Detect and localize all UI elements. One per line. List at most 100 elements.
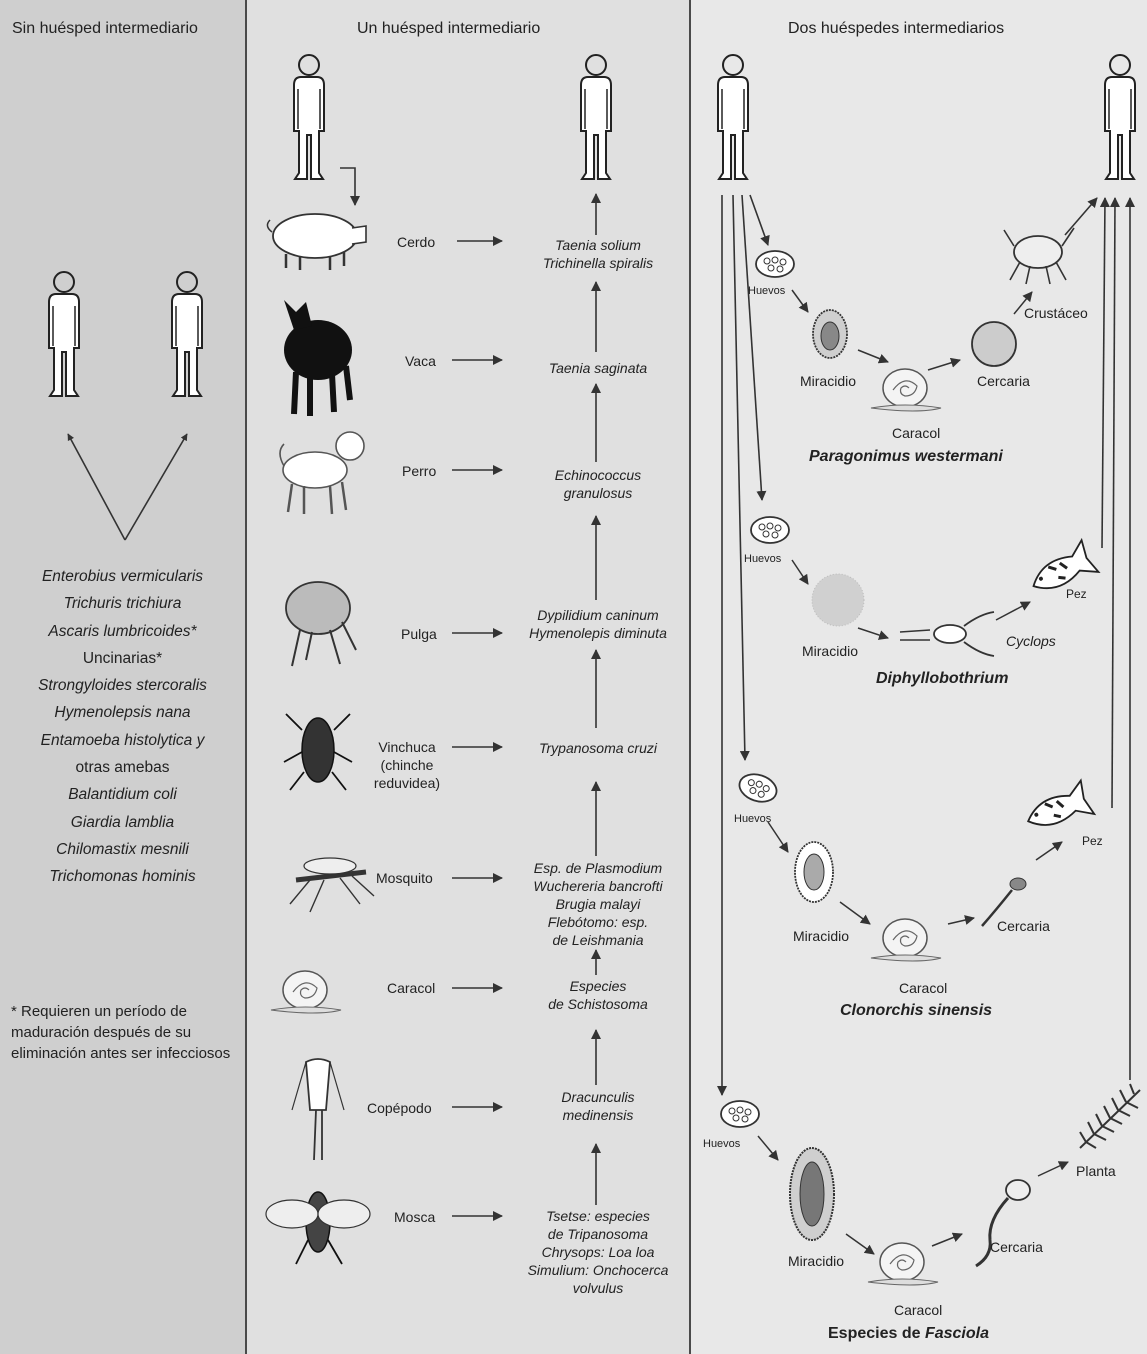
species-item: Balantidium coli [0,781,245,808]
species-item: Giardia lamblia [0,809,245,836]
host-label: Mosca [394,1208,435,1226]
crustacean-label: Crustáceo [1024,304,1088,322]
plant-label: Planta [1076,1162,1116,1180]
plant-icon [1080,1084,1140,1148]
parasite-label: Trypanosoma cruzi [510,739,686,757]
snail-label: Caracol [899,979,947,997]
arrow-icon [996,602,1030,620]
arrow-icon [68,434,125,540]
host-to-parasite-arrows [452,241,502,1216]
copepod-icon [292,1059,344,1160]
cercaria-label: Cercaria [997,917,1050,935]
species-item: Strongyloides stercoralis [0,672,245,699]
flea-icon [286,582,356,666]
arrow-icon [758,1136,778,1160]
arrow-icon [792,290,808,312]
snail-icon [871,919,941,961]
fish-icon [1021,781,1094,838]
parasite-label: Esp. de Plasmodium Wuchereria bancrofti … [508,859,688,949]
cercaria-label: Cercaria [990,1238,1043,1256]
miracidium-icon [795,842,833,902]
parasite-label: Taenia saginata [510,359,686,377]
human-figure-icon [294,55,324,179]
egg-icon [756,251,794,277]
egg-label: Huevos [748,282,785,300]
egg-label: Huevos [744,550,781,568]
species-item: Trichuris trichiura [0,590,245,617]
human-figure-icon [718,55,748,179]
species-item: Chilomastix mesnili [0,836,245,863]
host-label: Cerdo [397,233,435,251]
miracidium-label: Miracidio [788,1252,844,1270]
human-figure-icon [1105,55,1135,179]
parasite-label: Especies de Schistosoma [510,977,686,1013]
host-label: Mosquito [376,869,433,887]
coracidium-icon [812,574,864,626]
egg-icon [751,517,789,543]
arrow-icon [1038,1162,1068,1176]
cyclops-label: Cyclops [1006,632,1056,650]
fish-icon [1025,540,1098,602]
arrow-icon [1036,842,1062,860]
kissing-bug-icon [284,714,352,790]
snail-label: Caracol [892,424,940,442]
arrow-icon [858,350,888,362]
miracidium-icon [813,310,847,358]
miracidium-icon [790,1148,834,1240]
miracidium-label: Miracidio [800,372,856,390]
pig-icon [267,214,366,270]
arrow-icon [340,168,355,205]
snail-icon [871,369,941,411]
species-item: Hymenolepsis nana [0,699,245,726]
arrow-icon [932,1234,962,1246]
parasite-label: Echinococcus granulosus [510,466,686,502]
copepod-icon [900,612,994,656]
cycle-title: Paragonimus westermani [809,448,1003,466]
species-item: Enterobius vermicularis [0,563,245,590]
arrow-icon [858,628,888,638]
host-label: Vaca [405,352,436,370]
arrow-icon [928,360,960,370]
human-figure-icon [49,272,79,396]
snail-label: Caracol [894,1301,942,1319]
human-figure-icon [172,272,202,396]
fish-label: Pez [1082,832,1103,850]
cycle-title: Diphyllobothrium [876,670,1008,688]
snail-icon [868,1243,938,1285]
parasite-label: Taenia solium Trichinella spiralis [510,236,686,272]
cercaria-label: Cercaria [977,372,1030,390]
egg-label: Huevos [734,810,771,828]
fly-icon [266,1192,370,1264]
egg-release-arrows [722,195,768,1095]
species-item: Entamoeba histolytica y [0,727,245,754]
fish-label: Pez [1066,585,1087,603]
species-item: Uncinarias* [0,645,245,672]
snail-icon [271,971,341,1013]
crab-icon [1004,228,1074,284]
infection-arrows [1065,198,1130,1080]
species-item: otras amebas [0,754,245,781]
species-item: Trichomonas hominis [0,863,245,890]
species-item: Ascaris lumbricoides* [0,618,245,645]
cycle-title: Especies de Fasciola [828,1325,989,1343]
arrow-icon [948,918,974,924]
host-label: Pulga [401,625,437,643]
arrow-icon [846,1234,874,1254]
parasite-label: Tsetse: especies de Tripanosoma Chrysops… [506,1207,690,1297]
parasite-label: Dracunculis medinensis [510,1088,686,1124]
arrow-icon [792,560,808,584]
egg-icon [721,1101,759,1127]
parasite-label: Dypilidium caninum Hymenolepis diminuta [510,606,686,642]
arrow-icon [840,902,870,924]
arrow-icon [125,434,187,540]
dog-icon [280,432,364,514]
miracidium-label: Miracidio [793,927,849,945]
host-label: Copépodo [367,1099,432,1117]
mosquito-icon [290,858,374,912]
host-label: Vinchuca (chinche reduvidea) [362,738,452,792]
egg-icon [736,770,780,806]
host-label: Perro [402,462,436,480]
cycle-title: Clonorchis sinensis [840,1002,992,1020]
